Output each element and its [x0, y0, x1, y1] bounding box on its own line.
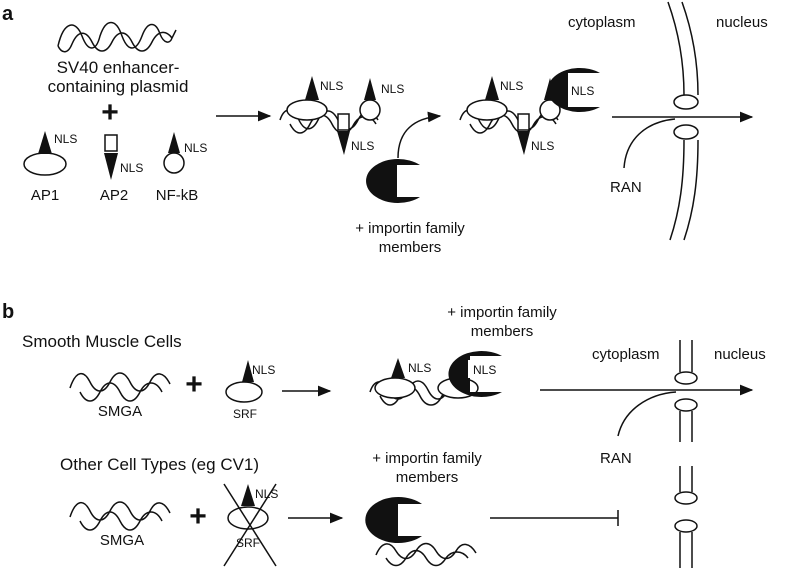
panel-b-letter: b	[2, 301, 14, 323]
importin-b1-line2: members	[471, 323, 534, 340]
ran-label-b: RAN	[600, 450, 632, 467]
nfkb-nls-label: NLS	[184, 141, 207, 155]
ap2-factor	[104, 134, 118, 180]
complex1-nls-2: NLS	[381, 82, 404, 96]
importin-icon-b2	[365, 497, 422, 543]
dna-factor-complex-2	[459, 68, 600, 155]
ap1-factor	[23, 131, 67, 176]
dna-factor-complex-1	[279, 76, 381, 155]
ap1-label: AP1	[31, 187, 59, 204]
free-smga-dna	[375, 542, 477, 567]
nfkb-factor	[163, 132, 185, 174]
ran-curve-b	[617, 391, 677, 437]
importin-b2-line1: + importin family	[372, 450, 482, 467]
smga-label-1: SMGA	[98, 403, 142, 420]
complex2-nls-3: NLS	[531, 139, 554, 153]
complex-b-nls-1: NLS	[408, 361, 431, 375]
plasmid-label-line2: containing plasmid	[48, 77, 189, 96]
importin-a-line1: + importin family	[355, 220, 465, 237]
complex2-nls-1: NLS	[500, 79, 523, 93]
smga-dna-2	[69, 501, 171, 531]
other-cell-types-title: Other Cell Types (eg CV1)	[60, 455, 259, 474]
plasmid-label-line1: SV40 enhancer-	[57, 58, 180, 77]
cytoplasm-label-b: cytoplasm	[592, 346, 660, 363]
nucleus-label-b: nucleus	[714, 346, 766, 363]
nucleus-label-a: nucleus	[716, 14, 768, 31]
plus-sign-a: +	[101, 96, 119, 129]
plus-sign-b2: +	[189, 500, 207, 533]
sv40-plasmid-dna	[57, 21, 177, 53]
ran-curve-a	[623, 118, 676, 169]
importin-icon-a	[366, 159, 420, 203]
plus-sign-b1: +	[185, 368, 203, 401]
srf-label: SRF	[233, 407, 257, 421]
complex1-nls-1: NLS	[320, 79, 343, 93]
importin-a-line2: members	[379, 239, 442, 256]
importin-b2-line2: members	[396, 469, 459, 486]
nuclear-membrane-b	[674, 340, 698, 568]
ap1-nls-label: NLS	[54, 132, 77, 146]
complex1-nls-3: NLS	[351, 139, 374, 153]
nuclear-membrane-a	[667, 1, 699, 241]
panel-a-letter: a	[2, 3, 14, 25]
smga-label-2: SMGA	[100, 532, 144, 549]
ap2-nls-label: NLS	[120, 161, 143, 175]
srf-absent-label: SRF	[236, 536, 260, 550]
complex2-nls-2: NLS	[571, 84, 594, 98]
smooth-muscle-title: Smooth Muscle Cells	[22, 332, 182, 351]
complex-b-nls-2: NLS	[473, 363, 496, 377]
cross-out-mark	[223, 483, 277, 567]
smga-dna-1	[69, 372, 171, 402]
nfkb-label: NF-kB	[156, 187, 199, 204]
smga-srf-complex	[369, 351, 502, 406]
ap2-label: AP2	[100, 187, 128, 204]
importin-b1-line1: + importin family	[447, 304, 557, 321]
importin-binding-arrow	[397, 111, 442, 159]
srf-factor	[225, 360, 263, 403]
cytoplasm-label-a: cytoplasm	[568, 14, 636, 31]
ran-label-a: RAN	[610, 179, 642, 196]
srf-nls-label: NLS	[252, 363, 275, 377]
